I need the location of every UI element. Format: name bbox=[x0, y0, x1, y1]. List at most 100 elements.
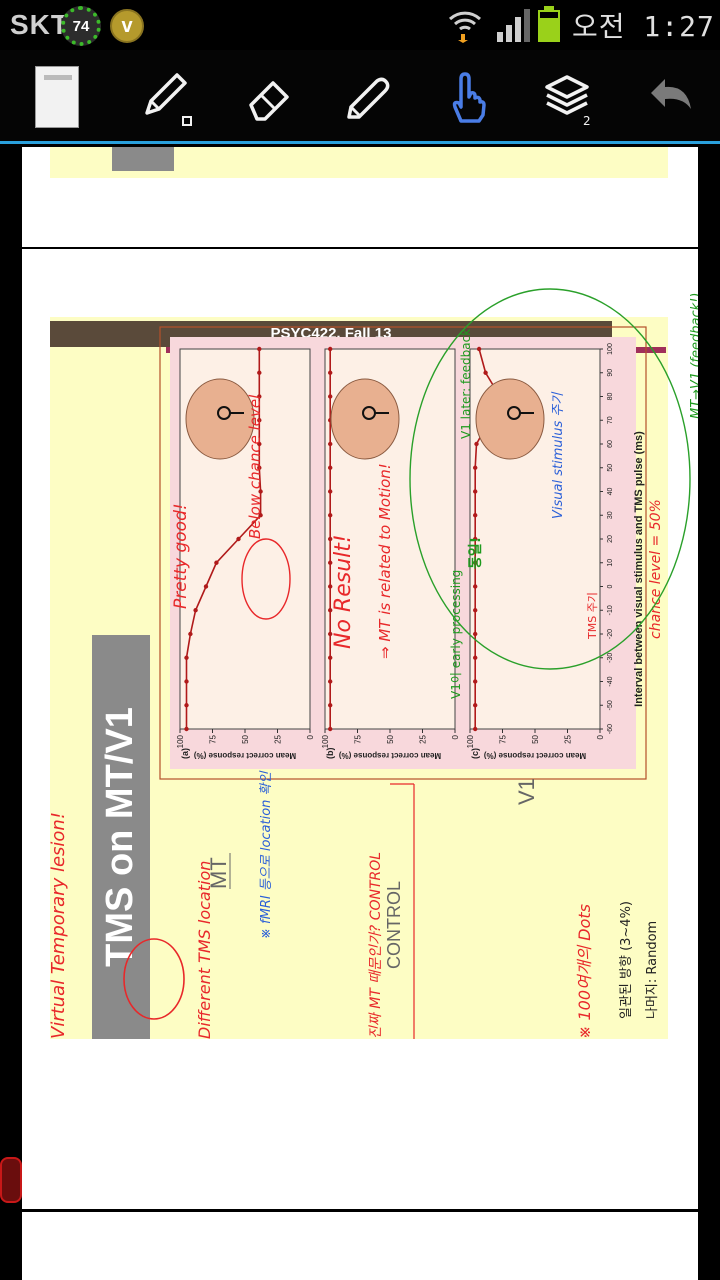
x-tick-label: 40 bbox=[607, 488, 614, 496]
data-point bbox=[203, 584, 209, 589]
slide-title-box bbox=[92, 635, 150, 1039]
x-tick-label: -60 bbox=[607, 724, 614, 734]
data-point bbox=[474, 441, 479, 447]
y-tick-label: 50 bbox=[386, 734, 395, 743]
data-point bbox=[258, 489, 263, 494]
data-point bbox=[473, 608, 478, 613]
annotation-v1-early: V1이 early processing bbox=[449, 570, 463, 699]
data-point bbox=[257, 370, 262, 375]
data-point bbox=[193, 608, 198, 613]
data-point bbox=[328, 655, 333, 660]
data-point bbox=[258, 513, 263, 518]
annotation-mt-v1: MT→V1 (feedback!) bbox=[689, 293, 698, 419]
data-point bbox=[473, 465, 478, 470]
highlighter-tool-button[interactable] bbox=[332, 62, 402, 132]
x-tick-label: -20 bbox=[607, 629, 614, 639]
page-icon bbox=[44, 75, 72, 80]
data-point bbox=[328, 703, 333, 708]
undo-icon bbox=[651, 79, 691, 109]
pen-tool-button[interactable] bbox=[130, 62, 200, 132]
data-point bbox=[257, 394, 262, 399]
data-point bbox=[328, 584, 333, 589]
x-tick-label: 70 bbox=[607, 416, 614, 424]
hand-pointer-icon bbox=[452, 72, 486, 123]
data-point bbox=[184, 703, 189, 708]
y-tick-label: 75 bbox=[209, 734, 218, 743]
pencil-icon bbox=[145, 73, 192, 126]
panel-label: (a) bbox=[180, 748, 190, 759]
data-point bbox=[328, 394, 333, 399]
x-axis-label: Interval between visual stimulus and TMS… bbox=[633, 431, 645, 707]
next-page[interactable] bbox=[22, 1212, 698, 1280]
annotation-dots: ※ 100여개의 Dots bbox=[575, 904, 594, 1039]
annotation-control-note: 진짜 MT 때문인가? CONTROL bbox=[368, 852, 384, 1039]
page-scroll-handle[interactable] bbox=[0, 1157, 22, 1203]
y-tick-label: 50 bbox=[241, 734, 250, 743]
annotation-random: 나머지: Random bbox=[645, 921, 660, 1019]
data-point bbox=[328, 608, 333, 613]
y-tick-label: 100 bbox=[466, 734, 475, 748]
y-axis-label: Mean correct response (%) bbox=[484, 751, 587, 760]
x-tick-label: 0 bbox=[607, 584, 614, 588]
data-point bbox=[188, 631, 193, 637]
data-point bbox=[257, 346, 262, 352]
x-tick-label: -10 bbox=[607, 605, 614, 615]
clock: 오전 1:27 bbox=[572, 10, 715, 43]
annotation-virtual-lesion: Virtual Temporary lesion! bbox=[48, 812, 69, 1039]
data-point bbox=[473, 560, 478, 565]
data-point bbox=[328, 441, 333, 447]
y-tick-label: 0 bbox=[451, 734, 460, 739]
annotation-coherent: 일관된 방향 (3~4%) bbox=[619, 901, 634, 1019]
data-point bbox=[328, 465, 333, 470]
y-tick-label: 75 bbox=[354, 734, 363, 743]
slide-canvas: PSYC422, Fall 13 TMS on MT/V1 MT V1 CONT… bbox=[48, 288, 698, 1039]
annotation-no-result: No Result! bbox=[331, 534, 356, 649]
status-bar: SKT 74 v 오전 1:27 bbox=[0, 0, 720, 50]
data-point bbox=[476, 346, 482, 352]
data-point bbox=[328, 489, 333, 494]
annotation-below-chance: Below chance level bbox=[246, 394, 264, 539]
current-page[interactable]: PSYC422, Fall 13 TMS on MT/V1 MT V1 CONT… bbox=[22, 249, 698, 1209]
layers-tool-button[interactable]: 2 bbox=[532, 62, 602, 132]
undo-button[interactable] bbox=[632, 62, 702, 132]
data-point bbox=[328, 370, 333, 375]
data-point bbox=[483, 370, 488, 375]
battery-icon bbox=[538, 6, 560, 42]
y-tick-label: 100 bbox=[321, 734, 330, 748]
data-point bbox=[214, 560, 219, 565]
y-tick-label: 75 bbox=[499, 734, 508, 743]
previous-page[interactable] bbox=[22, 147, 698, 247]
previous-slide-title-box bbox=[112, 147, 174, 171]
data-point bbox=[473, 703, 478, 708]
data-point bbox=[328, 513, 333, 518]
data-point bbox=[328, 631, 333, 637]
x-tick-label: 100 bbox=[607, 343, 614, 355]
x-tick-label: -30 bbox=[607, 653, 614, 663]
mt-label: MT bbox=[206, 857, 231, 889]
hand-tool-button[interactable] bbox=[432, 62, 502, 132]
y-tick-label: 0 bbox=[596, 734, 605, 739]
y-axis-label: Mean correct response (%) bbox=[194, 751, 297, 760]
x-tick-label: 20 bbox=[607, 535, 614, 543]
data-point bbox=[473, 726, 478, 732]
eraser-tool-button[interactable] bbox=[232, 62, 302, 132]
document-viewport[interactable]: PSYC422, Fall 13 TMS on MT/V1 MT V1 CONT… bbox=[0, 147, 720, 1280]
battery-percent-badge: 74 bbox=[61, 6, 101, 46]
data-point bbox=[473, 679, 478, 684]
data-point bbox=[328, 679, 333, 684]
annotation-green-loop bbox=[409, 288, 691, 670]
data-point bbox=[184, 655, 189, 660]
page-thumbnail-button[interactable] bbox=[35, 66, 79, 128]
data-point bbox=[473, 655, 478, 660]
x-tick-label: 60 bbox=[607, 440, 614, 448]
data-point bbox=[257, 418, 262, 423]
y-tick-label: 25 bbox=[419, 734, 428, 743]
data-point bbox=[328, 346, 333, 352]
annotation-mt-related: ⇒ MT is related to Motion! bbox=[376, 463, 394, 659]
data-point bbox=[473, 584, 478, 589]
x-tick-label: -50 bbox=[607, 700, 614, 710]
annotation-below-chance-circle bbox=[241, 538, 291, 620]
annotation-visual-stimulus: Visual stimulus 주기 bbox=[551, 392, 566, 519]
annotation-different-tms: Different TMS location bbox=[195, 861, 214, 1039]
